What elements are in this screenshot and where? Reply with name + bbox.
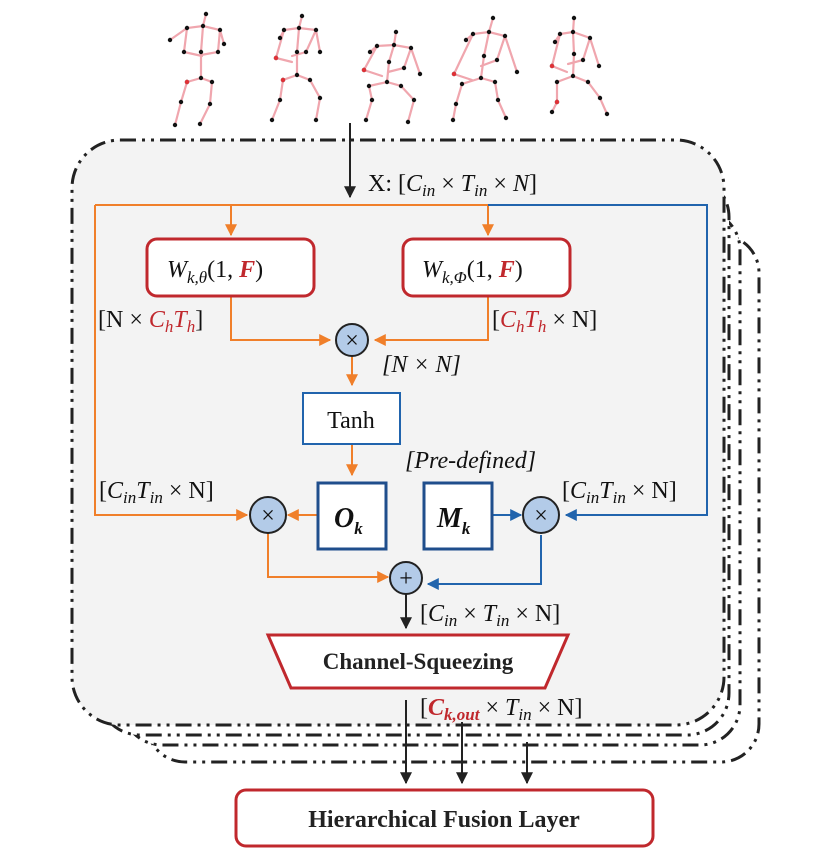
tanh-label: Tanh <box>327 408 375 434</box>
nn-dim-label: [N × N] <box>382 352 461 378</box>
fusion-layer-label: Hierarchical Fusion Layer <box>308 807 580 833</box>
w-phi-block: Wk,Φ(1, F) <box>401 237 572 298</box>
add-node: + <box>389 561 423 595</box>
left-dim-label: [N × ChTh] <box>98 307 203 336</box>
black-flows <box>400 594 533 785</box>
orange-flows <box>94 204 494 583</box>
input-dim-label: X: [Cin × Tin × N] <box>368 171 537 200</box>
plus-icon: + <box>399 566 413 592</box>
w-phi-box <box>401 237 572 298</box>
skeleton-figure-1 <box>168 12 226 127</box>
multiply-icon: × <box>345 328 359 354</box>
arrow-left-to-mult <box>230 296 332 346</box>
arrow-mult-to-add-right <box>426 535 542 590</box>
multiply-node-top: × <box>335 323 369 357</box>
skeleton-figure-4 <box>451 16 519 122</box>
arrow-right-to-mult <box>373 296 489 346</box>
multiply-icon: × <box>261 503 275 529</box>
arrow-mult-to-add-left <box>267 533 390 583</box>
out-dim-label: [Ck,out × Tin × N] <box>420 695 582 724</box>
blue-top-bus <box>488 204 708 521</box>
skeleton-figure-3 <box>362 30 422 124</box>
w-theta-block: Wk,θ(1, F) <box>145 237 316 298</box>
o-block-box <box>316 481 388 551</box>
w-theta-label: Wk,θ(1, F) <box>167 257 263 287</box>
m-block-box <box>422 481 494 551</box>
multiply-node-left: × <box>249 496 287 534</box>
skeleton-figure-2 <box>270 14 322 122</box>
predefined-label: [Pre-defined] <box>405 448 536 474</box>
right-dim-label: [ChTh × N] <box>492 307 597 336</box>
sum-dim-label: [Cin × Tin × N] <box>420 601 560 630</box>
w-phi-label: Wk,Φ(1, F) <box>422 257 523 287</box>
right-input-dim-label: [CinTin × N] <box>562 478 677 507</box>
channel-squeezing-box <box>265 633 571 690</box>
arrow-left-bypass <box>94 205 249 521</box>
skeleton-highlight-joints <box>184 55 560 105</box>
left-input-dim-label: [CinTin × N] <box>99 478 214 507</box>
stacked-panels <box>70 138 761 764</box>
blue-flows <box>426 204 708 590</box>
multiply-icon: × <box>534 503 548 529</box>
multiply-node-right: × <box>522 496 560 534</box>
tanh-box <box>302 392 401 445</box>
o-block-label: Ok <box>334 503 363 538</box>
w-theta-box <box>145 237 316 298</box>
m-block-label: Mk <box>436 503 471 538</box>
skeleton-figures <box>168 12 609 127</box>
channel-squeezing-label: Channel-Squeezing <box>323 649 514 674</box>
fusion-layer-box <box>234 788 655 848</box>
